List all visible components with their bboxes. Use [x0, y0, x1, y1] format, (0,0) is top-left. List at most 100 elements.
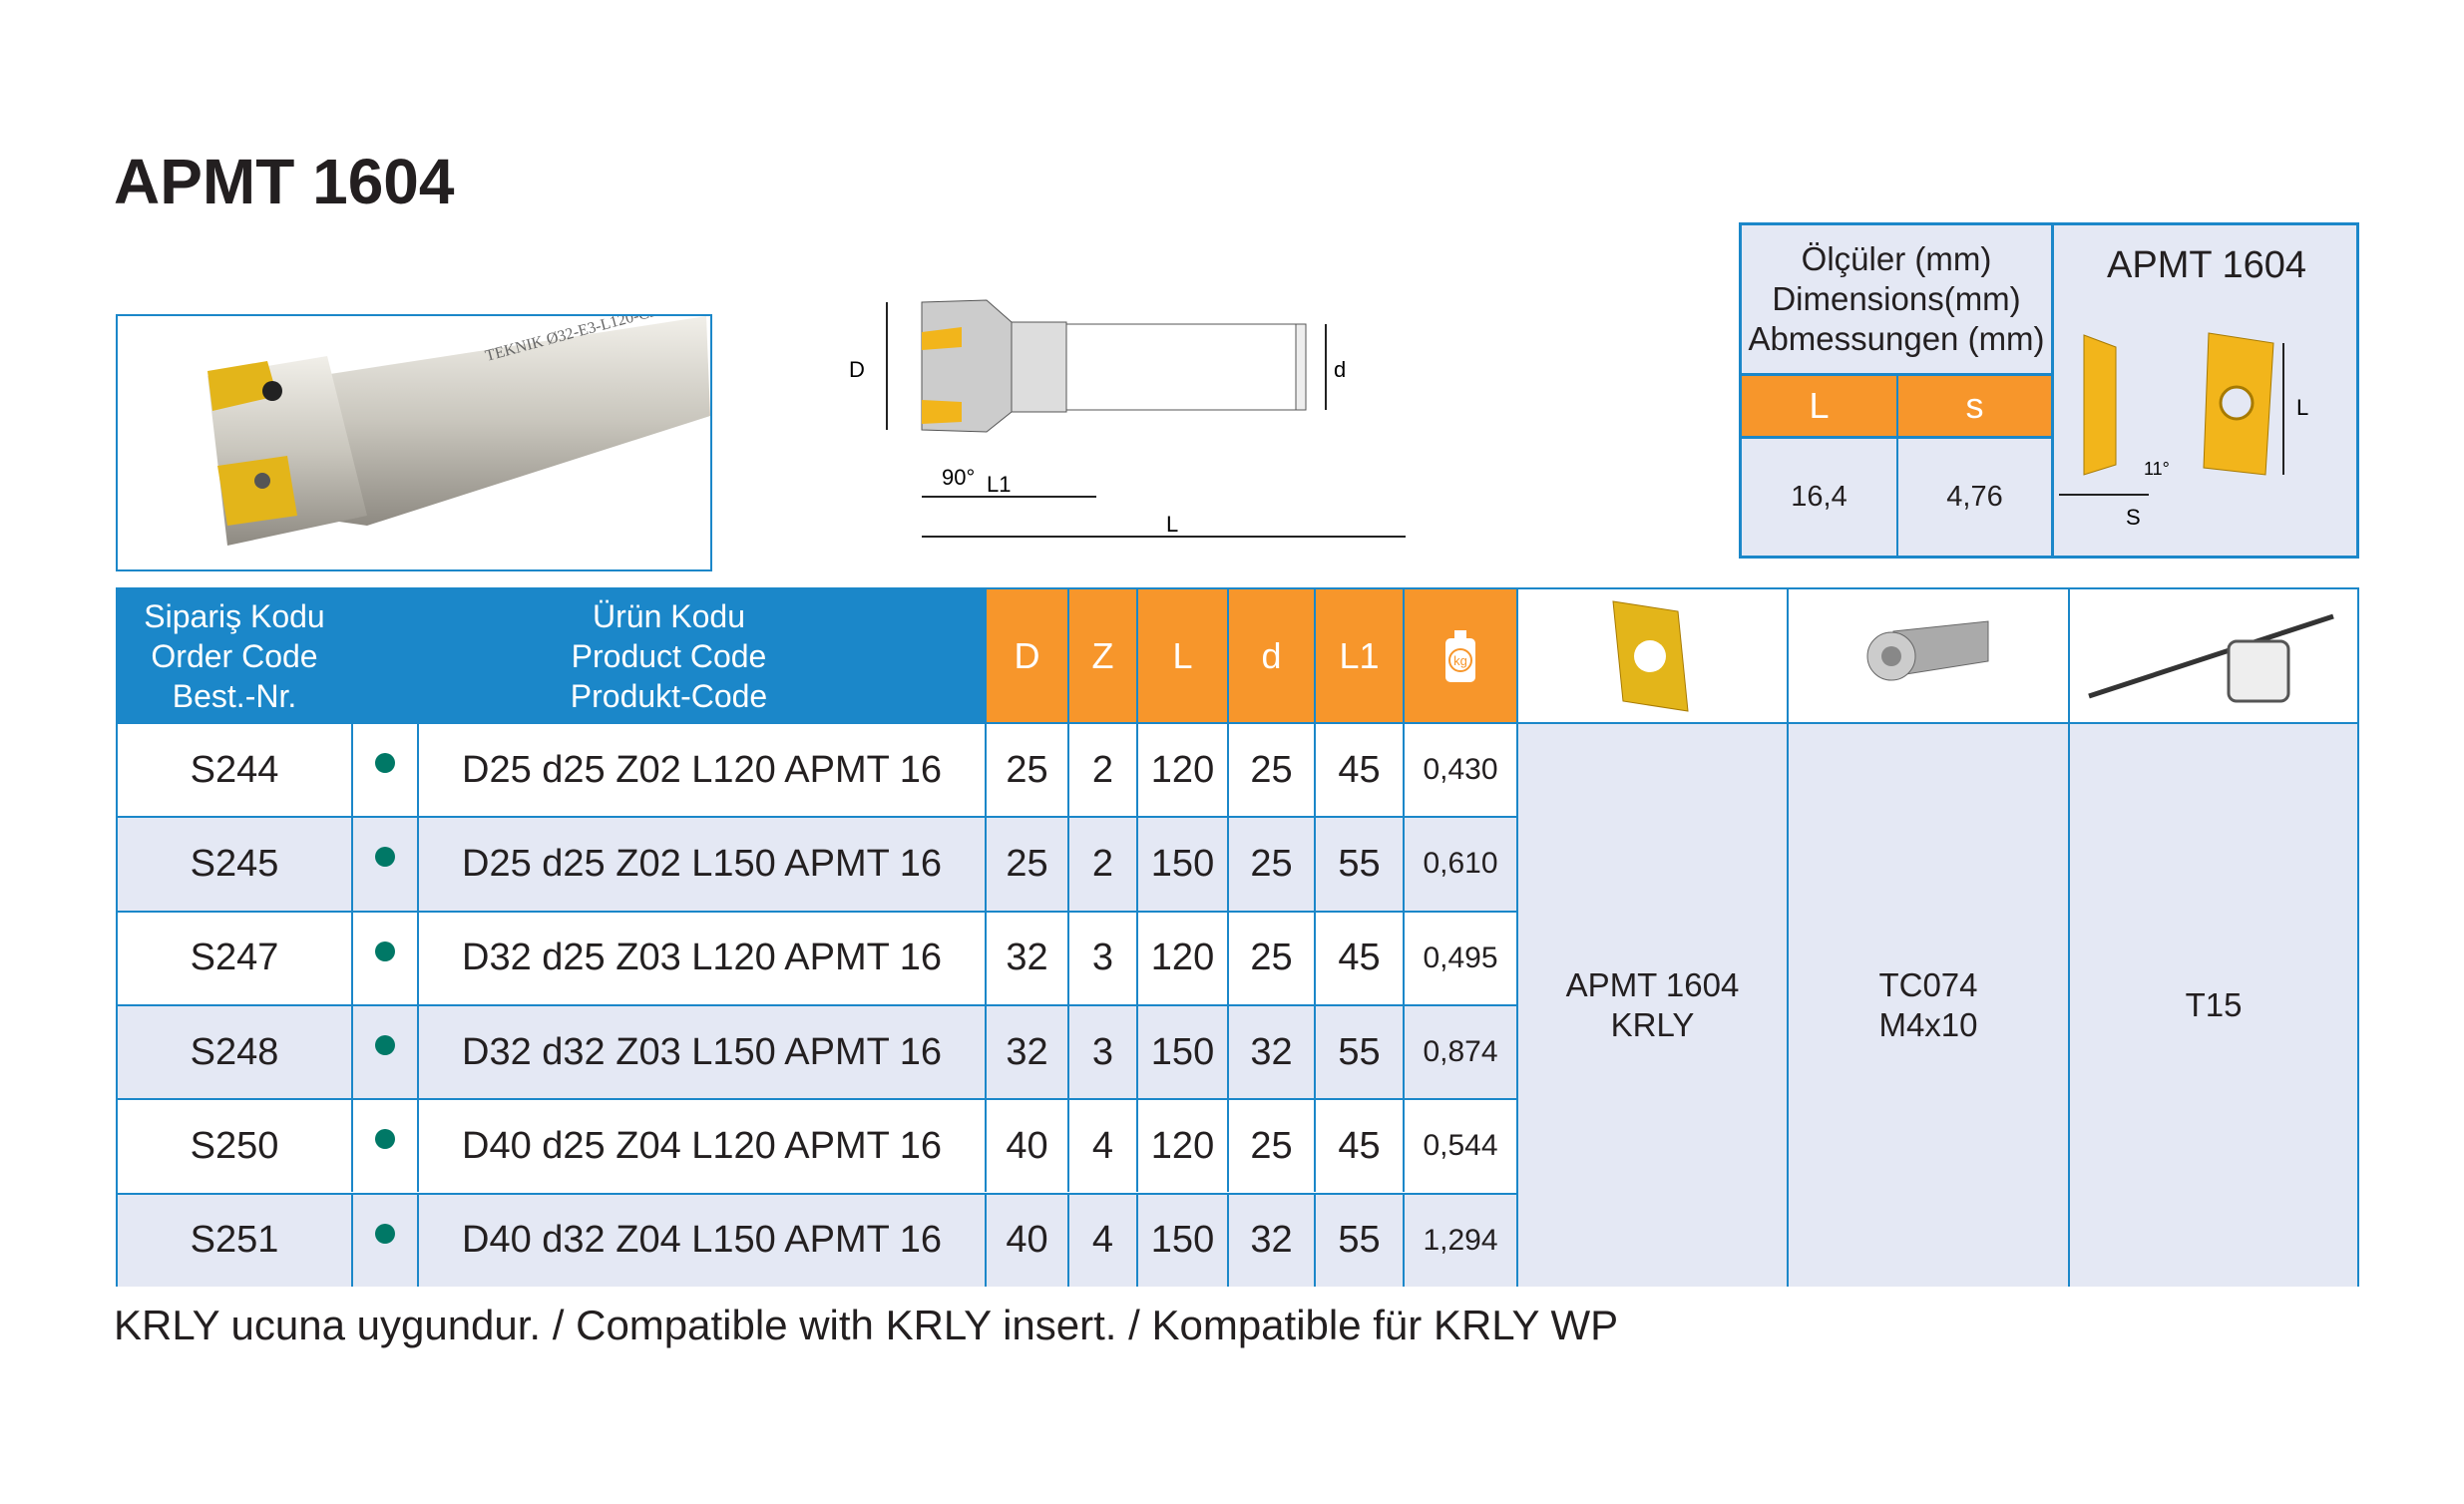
- cell-product: D32 d25 Z03 L120 APMT 16: [417, 912, 985, 1004]
- order-code-en: Order Code: [151, 637, 318, 674]
- availability-dot: [351, 724, 417, 817]
- cell-l1: 55: [1314, 818, 1403, 911]
- cell-z: 2: [1067, 724, 1136, 817]
- drawing-label-angle: 11°: [2144, 459, 2170, 479]
- compatible-key: T15: [2068, 722, 2357, 1287]
- cell-product: D25 d25 Z02 L150 APMT 16: [417, 818, 985, 911]
- cell-z: 3: [1067, 1005, 1136, 1099]
- cell-order: S244: [190, 748, 279, 791]
- header-dim-L: L: [1136, 589, 1227, 722]
- col-s: s: [1896, 373, 2051, 439]
- tool-diagram: D d L1 90° L: [837, 292, 1452, 545]
- cell-order: S247: [190, 937, 279, 979]
- cell-order: S251: [190, 1219, 279, 1262]
- cell-order: S250: [190, 1124, 279, 1167]
- cell-product: D32 d32 Z03 L150 APMT 16: [417, 1005, 985, 1099]
- screw-image: [1787, 589, 2068, 722]
- weight-icon-label: kg: [1453, 653, 1467, 668]
- header-dim-d: d: [1227, 589, 1314, 722]
- cell-d: 25: [1227, 912, 1314, 1004]
- header-product-code: Ürün Kodu Product Code Produkt-Code: [351, 589, 985, 722]
- heading-de: Abmessungen (mm): [1748, 320, 2045, 357]
- label-L: L: [1166, 512, 1178, 537]
- label-L1: L1: [987, 472, 1011, 497]
- cell-l1: 45: [1314, 1100, 1403, 1193]
- cell-l: 120: [1136, 1100, 1227, 1193]
- insert-drawing: APMT 1604 L 11° S: [2051, 225, 2356, 556]
- cell-d: 32: [985, 912, 1067, 1004]
- cell-d: 25: [985, 724, 1067, 817]
- screw-size: M4x10: [1878, 1006, 1978, 1043]
- header-order-code: Sipariş Kodu Order Code Best.-Nr.: [118, 589, 351, 722]
- header-dim-Z: Z: [1067, 589, 1136, 722]
- cell-product: D40 d25 Z04 L120 APMT 16: [417, 1100, 985, 1193]
- availability-dot: [351, 1100, 417, 1193]
- cell-l: 150: [1136, 1194, 1227, 1287]
- compatible-insert: APMT 1604 KRLY: [1516, 722, 1787, 1287]
- cell-d: 25: [1227, 1100, 1314, 1193]
- insert-type: KRLY: [1610, 1006, 1695, 1043]
- cell-z: 2: [1067, 818, 1136, 911]
- insert-title: APMT 1604: [2107, 243, 2306, 286]
- cell-l1: 55: [1314, 1194, 1403, 1287]
- cell-z: 3: [1067, 912, 1136, 1004]
- cell-kg: 0,610: [1403, 818, 1516, 911]
- product-code-en: Product Code: [571, 637, 767, 674]
- availability-dot: [351, 818, 417, 911]
- cell-order: S248: [190, 1030, 279, 1073]
- cell-kg: 0,430: [1403, 724, 1516, 817]
- cell-l: 150: [1136, 1005, 1227, 1099]
- page-title: APMT 1604: [114, 146, 455, 217]
- cell-product: D40 d32 Z04 L150 APMT 16: [417, 1194, 985, 1287]
- cell-kg: 1,294: [1403, 1194, 1516, 1287]
- status-dot-icon: [375, 1223, 395, 1244]
- cell-l1: 45: [1314, 724, 1403, 817]
- label-D: D: [849, 357, 865, 382]
- dimensions-heading: Ölçüler (mm) Dimensions(mm) Abmessungen …: [1742, 225, 2051, 373]
- col-L: L: [1742, 373, 1896, 439]
- cell-d: 40: [985, 1100, 1067, 1193]
- label-angle: 90°: [942, 465, 975, 490]
- order-code-de: Best.-Nr.: [172, 677, 297, 714]
- order-code-tr: Sipariş Kodu: [144, 597, 325, 634]
- availability-dot: [351, 1005, 417, 1099]
- value-L: 16,4: [1791, 481, 1848, 513]
- cell-l1: 45: [1314, 912, 1403, 1004]
- drawing-label-s: S: [2126, 505, 2141, 530]
- product-table: Sipariş Kodu Order Code Best.-Nr. Ürün K…: [116, 587, 2359, 1287]
- cell-kg: 0,495: [1403, 912, 1516, 1004]
- header-dim-D: D: [985, 589, 1067, 722]
- status-dot-icon: [375, 1129, 395, 1150]
- weight-icon: kg: [1445, 629, 1475, 682]
- cell-product: D25 d25 Z02 L120 APMT 16: [417, 724, 985, 817]
- dimensions-box: Ölçüler (mm) Dimensions(mm) Abmessungen …: [1739, 222, 2359, 559]
- status-dot-icon: [375, 940, 395, 961]
- availability-dot: [351, 1194, 417, 1287]
- cell-l1: 55: [1314, 1005, 1403, 1099]
- insert-image: [1516, 589, 1787, 722]
- status-dot-icon: [375, 1035, 395, 1056]
- compatible-screw: TC074 M4x10: [1787, 722, 2068, 1287]
- cell-z: 4: [1067, 1194, 1136, 1287]
- cell-l: 120: [1136, 724, 1227, 817]
- cell-kg: 0,544: [1403, 1100, 1516, 1193]
- insert-name: APMT 1604: [1565, 966, 1740, 1003]
- footer-note: KRLY ucuna uygundur. / Compatible with K…: [114, 1302, 1619, 1348]
- cell-d: 25: [1227, 818, 1314, 911]
- cell-l: 120: [1136, 912, 1227, 1004]
- status-dot-icon: [375, 847, 395, 868]
- status-dot-icon: [375, 753, 395, 774]
- cell-d: 32: [1227, 1194, 1314, 1287]
- heading-tr: Ölçüler (mm): [1801, 240, 1992, 277]
- label-d: d: [1334, 357, 1346, 382]
- drawing-label-L: L: [2296, 395, 2308, 420]
- cell-order: S245: [190, 842, 279, 885]
- cell-z: 4: [1067, 1100, 1136, 1193]
- cell-d: 40: [985, 1194, 1067, 1287]
- value-s: 4,76: [1896, 439, 2051, 556]
